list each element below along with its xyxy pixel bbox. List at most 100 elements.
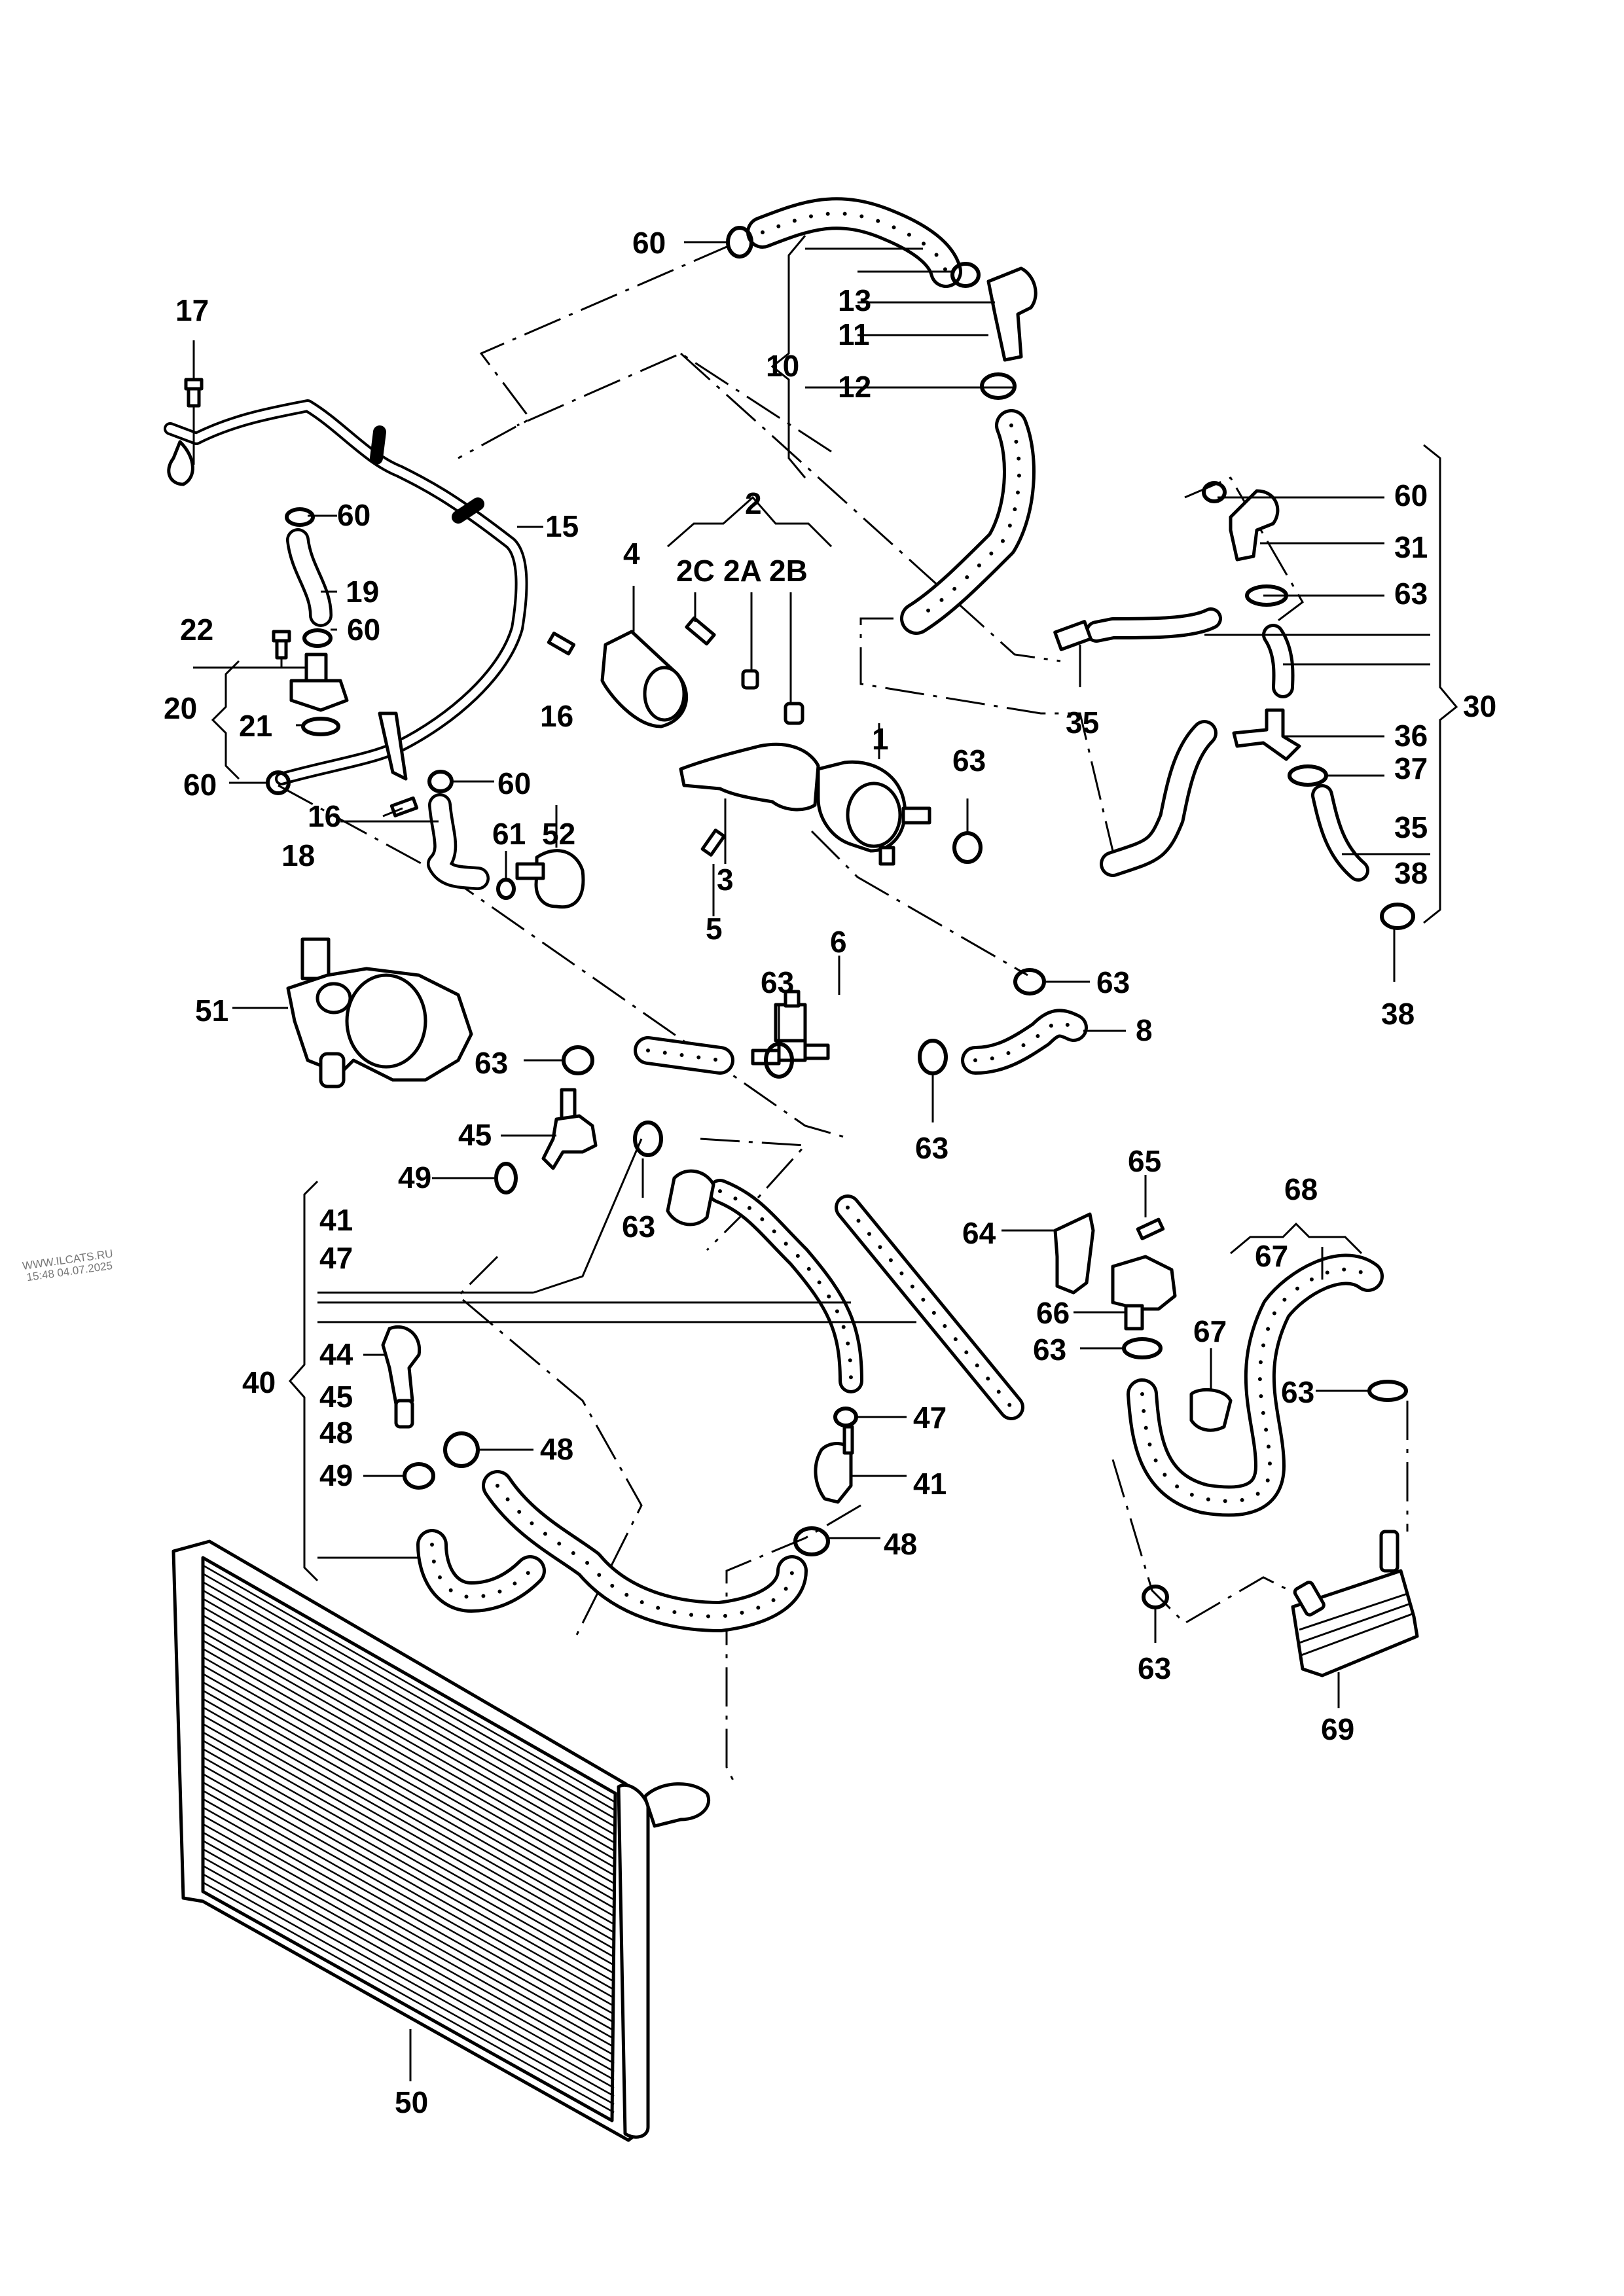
label-6[interactable]: 6 [830, 925, 847, 959]
part-11-elbow[interactable] [986, 266, 1038, 362]
label-63[interactable]: 63 [475, 1046, 508, 1080]
label-22[interactable]: 22 [180, 613, 213, 647]
label-63[interactable]: 63 [1394, 577, 1428, 611]
part-35-hose-right-lower[interactable] [1311, 784, 1369, 882]
part-65-bolt[interactable] [1136, 1217, 1165, 1240]
part-4-cover[interactable] [600, 630, 689, 728]
part-47-clamp[interactable] [833, 1407, 858, 1427]
label-17[interactable]: 17 [175, 293, 209, 327]
label-35[interactable]: 35 [1394, 810, 1428, 844]
label-12[interactable]: 12 [838, 370, 871, 404]
label-65[interactable]: 65 [1128, 1144, 1161, 1178]
label-2c[interactable]: 2C [676, 554, 715, 588]
part-63-clamp-i[interactable] [1142, 1585, 1169, 1609]
label-38[interactable]: 38 [1394, 856, 1428, 890]
part-16-bolt-lower[interactable] [389, 796, 419, 817]
part-hose-short[interactable] [634, 1036, 734, 1075]
part-60-clamp-19-top[interactable] [285, 507, 315, 527]
part-48-clamp-right[interactable] [793, 1526, 830, 1556]
part-8-hose[interactable] [961, 1009, 1088, 1075]
label-45[interactable]: 45 [458, 1118, 492, 1152]
label-60[interactable]: 60 [337, 498, 370, 532]
part-63-clamp-pump[interactable] [952, 831, 983, 864]
part-16-bolt-upper[interactable] [547, 632, 576, 656]
label-31[interactable]: 31 [1394, 530, 1428, 564]
label-52[interactable]: 52 [542, 817, 575, 851]
part-20-flange[interactable] [289, 653, 349, 712]
part-37-clamp[interactable] [1288, 764, 1328, 787]
label-38[interactable]: 38 [1381, 997, 1415, 1031]
label-36[interactable]: 36 [1394, 719, 1428, 753]
label-60[interactable]: 60 [497, 766, 531, 800]
part-60-clamp-19-bottom[interactable] [302, 628, 333, 648]
label-47[interactable]: 47 [913, 1401, 947, 1435]
label-41[interactable]: 41 [319, 1203, 353, 1237]
label-1[interactable]: 1 [872, 722, 889, 756]
part-66-valve[interactable] [1111, 1255, 1177, 1331]
part-49-clamp-upper[interactable] [494, 1162, 518, 1194]
label-2b[interactable]: 2B [769, 554, 808, 588]
part-50-radiator[interactable] [171, 1539, 710, 2142]
part-69-oil-cooler[interactable] [1291, 1530, 1419, 1677]
label-5[interactable]: 5 [706, 912, 723, 946]
label-19[interactable]: 19 [346, 575, 379, 609]
label-2a[interactable]: 2A [723, 554, 762, 588]
part-45-t-connector-upper[interactable] [541, 1088, 598, 1170]
part-19-hose[interactable] [286, 528, 333, 627]
part-51-pump-housing[interactable] [286, 937, 473, 1088]
label-4[interactable]: 4 [623, 537, 640, 571]
label-60[interactable]: 60 [183, 768, 217, 802]
label-69[interactable]: 69 [1321, 1712, 1354, 1746]
part-60-clamp-left2[interactable] [427, 770, 454, 793]
part-63-clamp-e[interactable] [562, 1045, 594, 1075]
part-67-grommet[interactable] [1189, 1388, 1233, 1432]
part-35-hose-center[interactable] [1100, 720, 1218, 877]
part-hose-long-47[interactable] [666, 1169, 863, 1393]
label-37[interactable]: 37 [1394, 751, 1428, 785]
label-51[interactable]: 51 [195, 994, 228, 1028]
part-60-clamp-top[interactable] [726, 226, 753, 259]
label-63[interactable]: 63 [1281, 1375, 1314, 1409]
label-63[interactable]: 63 [761, 965, 794, 999]
label-60[interactable]: 60 [632, 226, 666, 260]
part-22-bolt[interactable] [272, 630, 291, 660]
label-45[interactable]: 45 [319, 1380, 353, 1414]
part-67-hose-assembly[interactable] [1127, 1253, 1384, 1517]
part-hose-lower-main[interactable] [482, 1470, 808, 1632]
label-64[interactable]: 64 [962, 1216, 996, 1250]
label-61[interactable]: 61 [492, 817, 526, 851]
label-63[interactable]: 63 [1096, 965, 1130, 999]
label-47[interactable]: 47 [319, 1241, 353, 1275]
label-67[interactable]: 67 [1193, 1314, 1227, 1348]
part-12-clamp[interactable] [980, 372, 1017, 400]
label-16[interactable]: 16 [540, 699, 573, 733]
label-15[interactable]: 15 [545, 509, 579, 543]
part-2b-grommet[interactable] [784, 702, 804, 725]
label-3[interactable]: 3 [717, 863, 734, 897]
label-8[interactable]: 8 [1136, 1013, 1153, 1047]
label-30[interactable]: 30 [1463, 689, 1496, 723]
label-50[interactable]: 50 [395, 2085, 428, 2119]
label-11[interactable]: 11 [838, 317, 870, 351]
label-48[interactable]: 48 [884, 1527, 917, 1561]
part-49-clamp-lower[interactable] [403, 1462, 435, 1490]
part-52-flange[interactable] [515, 849, 585, 909]
part-31-elbow[interactable] [1229, 489, 1280, 562]
label-63[interactable]: 63 [622, 1210, 655, 1244]
part-64-bracket[interactable] [1053, 1212, 1095, 1295]
part-10-hose-assembly[interactable] [746, 197, 1036, 635]
label-48[interactable]: 48 [540, 1432, 573, 1466]
part-63-clamp-d[interactable] [1013, 968, 1046, 996]
part-63-clamp-h[interactable] [1367, 1380, 1408, 1402]
part-41-connector[interactable] [814, 1425, 854, 1504]
label-60[interactable]: 60 [347, 613, 380, 647]
part-48-clamp-left[interactable] [443, 1431, 480, 1468]
part-38-clamp[interactable] [1380, 903, 1415, 930]
part-5-bolt[interactable] [700, 828, 726, 857]
label-40[interactable]: 40 [242, 1365, 276, 1399]
part-61-clamp[interactable] [496, 878, 516, 900]
part-63-clamp-c[interactable] [918, 1039, 948, 1075]
label-48[interactable]: 48 [319, 1416, 353, 1450]
label-35[interactable]: 35 [1066, 706, 1099, 740]
part-17-bolt[interactable] [184, 378, 204, 408]
